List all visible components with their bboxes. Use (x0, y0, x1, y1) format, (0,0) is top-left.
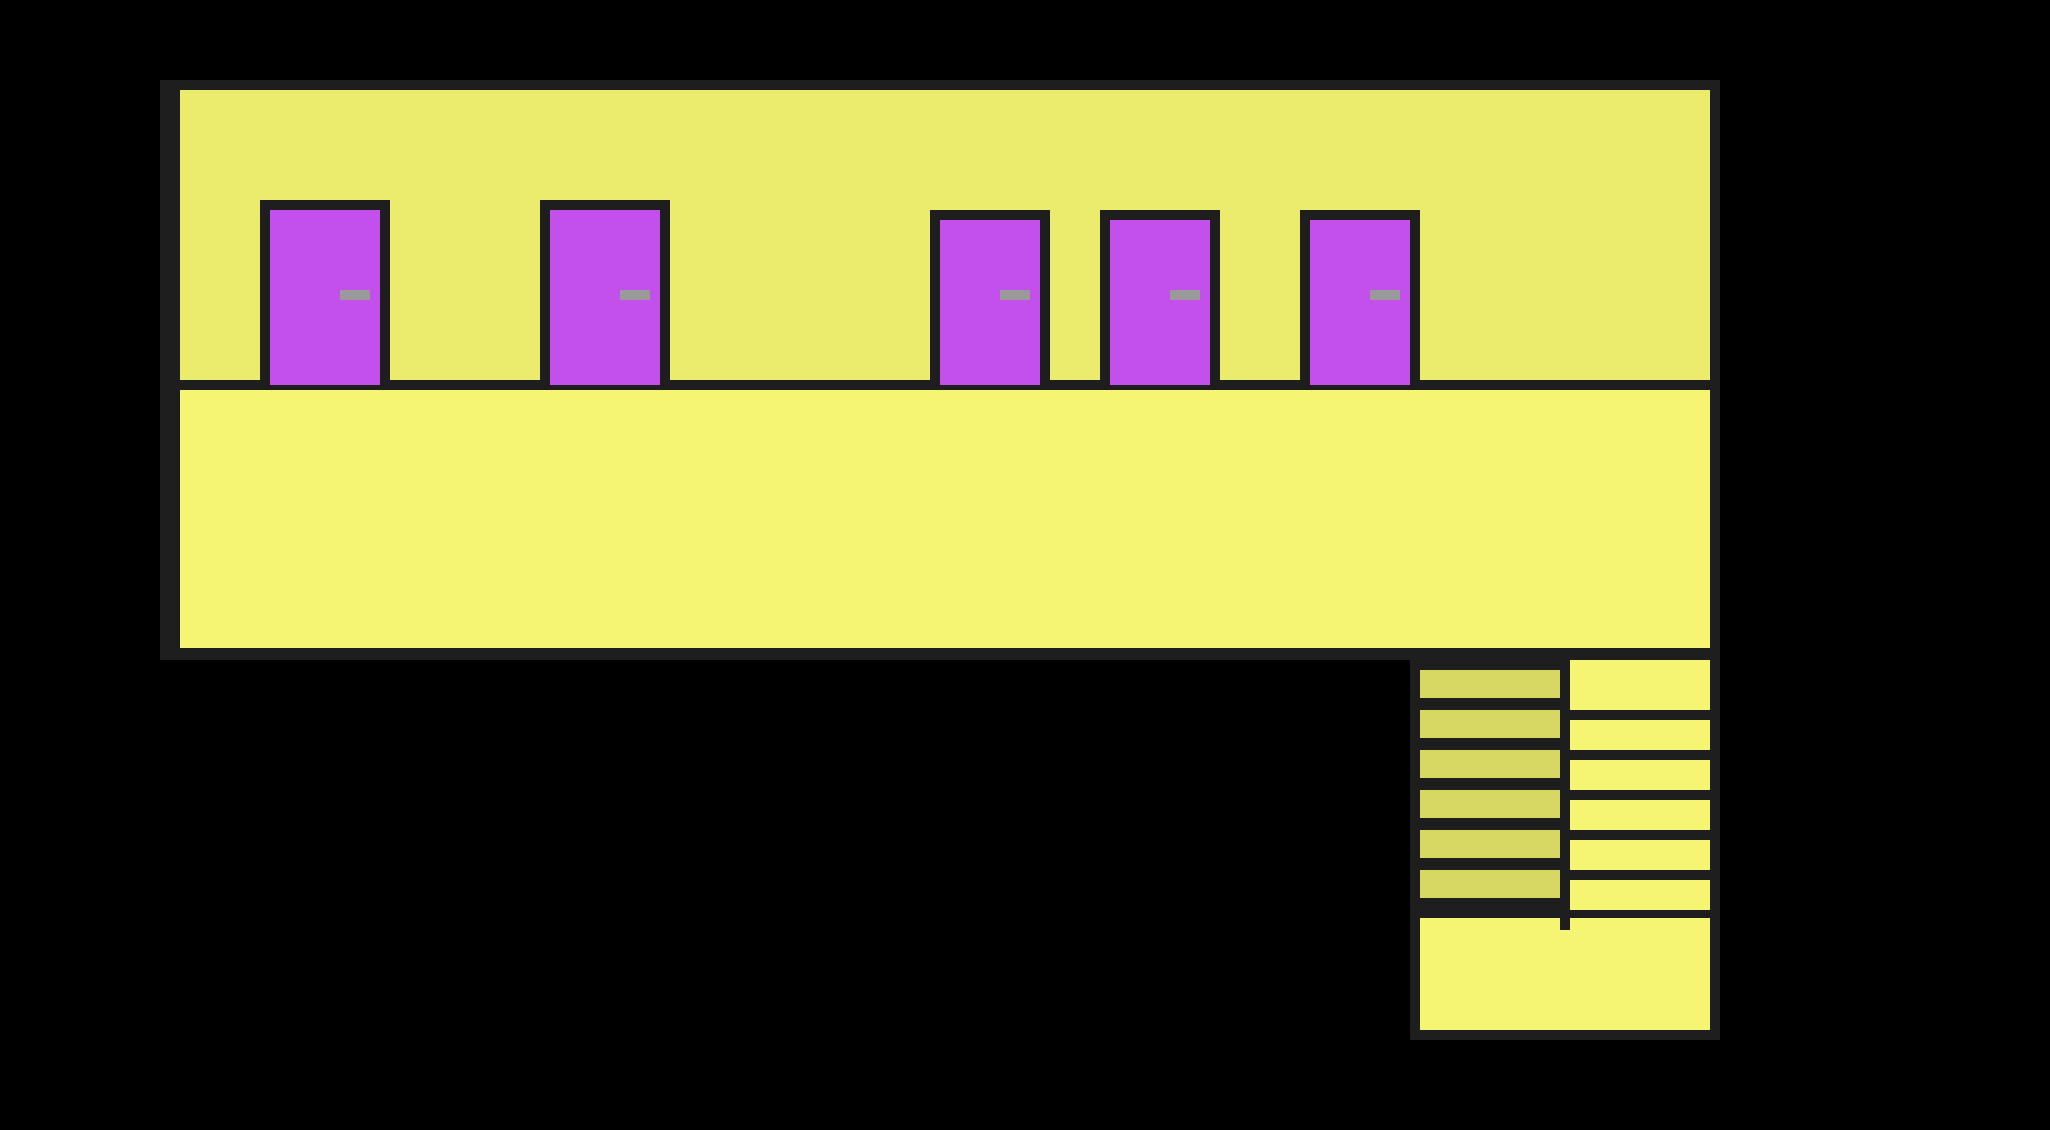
stair-step-right (1570, 920, 1710, 950)
door-3[interactable] (930, 210, 1050, 385)
door-handle-icon (620, 290, 650, 300)
doors-group (260, 200, 1420, 385)
door-4[interactable] (1100, 210, 1220, 385)
door-handle-icon (1000, 290, 1030, 300)
stair-step-right (1570, 840, 1710, 870)
stair-step-left (1420, 710, 1560, 738)
stair-step-left (1420, 870, 1560, 898)
stair-step-left (1420, 830, 1560, 858)
corridor-floor (180, 390, 1710, 648)
stair-right-top-landing (1570, 660, 1710, 710)
stair-step-right (1570, 760, 1710, 790)
door-handle-icon (1370, 290, 1400, 300)
stair-step-right (1570, 800, 1710, 830)
door-2[interactable] (540, 200, 670, 385)
door-5[interactable] (1300, 210, 1420, 385)
stair-step-left (1420, 750, 1560, 778)
door-handle-icon (1170, 290, 1200, 300)
door-1[interactable] (260, 200, 390, 385)
door-4-panel (1110, 220, 1210, 385)
stair-step-left (1420, 670, 1560, 698)
door-3-panel (940, 220, 1040, 385)
door-handle-icon (340, 290, 370, 300)
stair-step-left (1420, 790, 1560, 818)
stair-step-right (1570, 720, 1710, 750)
stair-rail (1560, 648, 1570, 930)
door-5-panel (1310, 220, 1410, 385)
stair-step-right (1570, 880, 1710, 910)
staircase[interactable] (1420, 648, 1710, 950)
